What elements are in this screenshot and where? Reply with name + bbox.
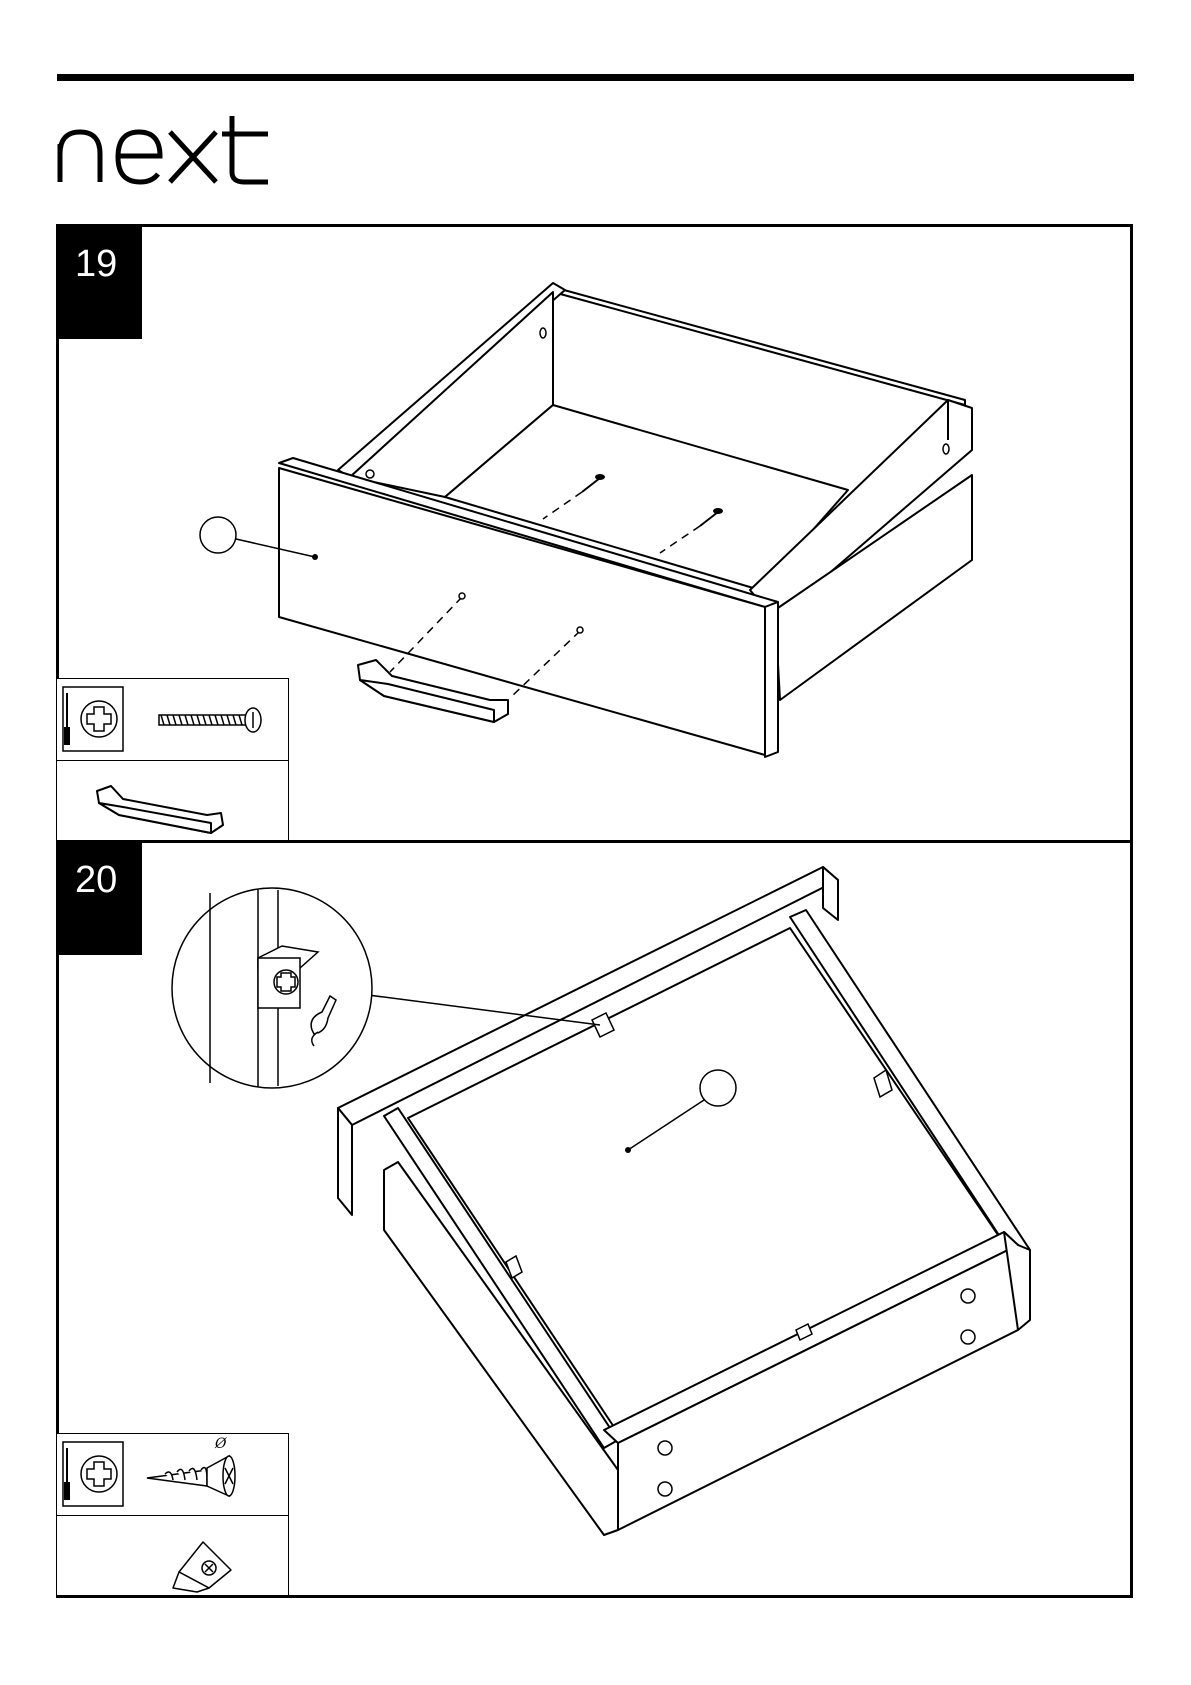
parts-row-corner-block bbox=[57, 1515, 288, 1596]
instruction-frame bbox=[56, 224, 1133, 1598]
screwdriver-icon bbox=[63, 687, 123, 751]
parts-row-wood-screw: Ø bbox=[57, 1434, 288, 1515]
header-rule bbox=[57, 74, 1134, 81]
corner-block-icon bbox=[57, 1516, 287, 1596]
parts-row-screw bbox=[57, 679, 288, 760]
parts-box: Ø bbox=[57, 1433, 289, 1595]
machine-screw-icon bbox=[159, 708, 261, 732]
wood-screw-icon bbox=[147, 1456, 235, 1496]
next-logo bbox=[56, 108, 271, 188]
step-number-badge: 19 bbox=[57, 227, 142, 339]
parts-row-handle bbox=[57, 760, 288, 841]
screwdriver-icon bbox=[63, 1442, 123, 1506]
drawer-handle-icon bbox=[57, 761, 287, 841]
parts-box bbox=[57, 678, 289, 840]
screw-diameter-symbol: Ø bbox=[215, 1436, 226, 1452]
step-number-badge: 20 bbox=[57, 843, 142, 955]
